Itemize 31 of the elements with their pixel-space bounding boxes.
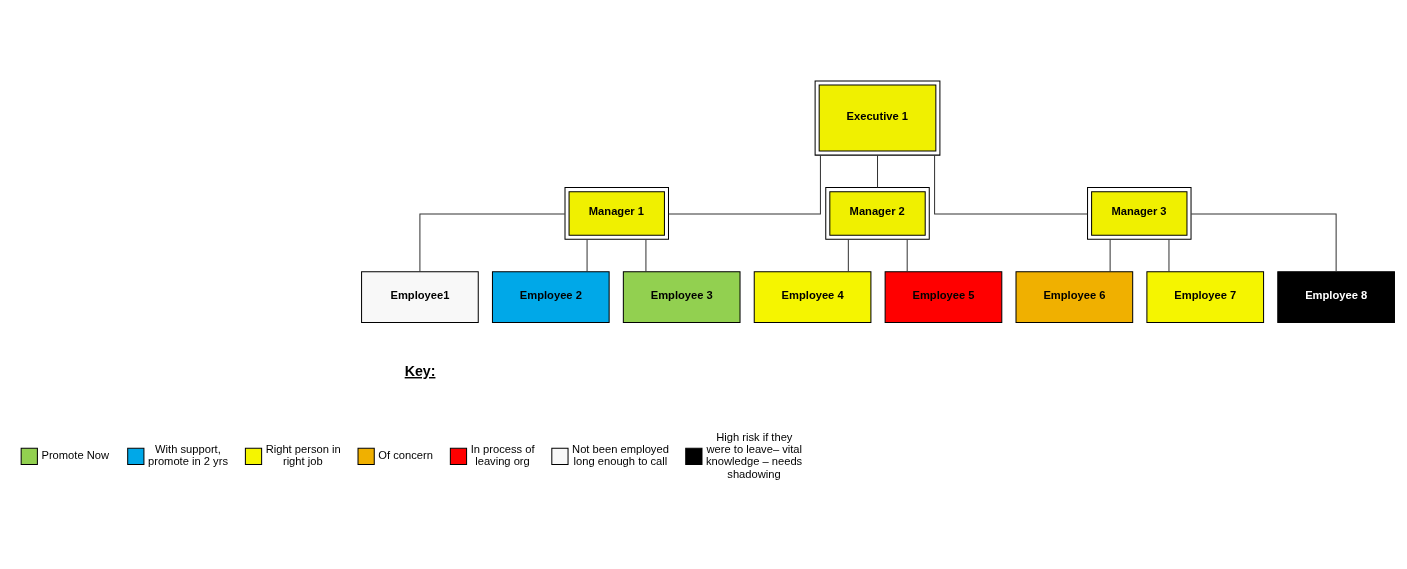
legend-label: In process of leaving org — [470, 442, 535, 467]
connector — [668, 154, 821, 214]
legend-label: Promote Now — [41, 448, 110, 461]
node-box: Employee 6 — [1015, 270, 1134, 323]
legend-label: Not been employed long enough to call — [572, 442, 669, 467]
node-box: Manager 1 — [564, 186, 669, 240]
connector — [419, 212, 566, 272]
legend-label: With support, promote in 2 yrs — [147, 442, 228, 467]
node-box: Employee 5 — [884, 270, 1003, 323]
connector — [906, 238, 908, 272]
connector — [1109, 238, 1111, 272]
node-box: Employee 2 — [491, 270, 610, 323]
legend-label: High risk if they were to leave– vital knowledge – needs shadowing — [706, 430, 803, 480]
node-box: Executive 1 — [814, 80, 941, 156]
label: Key: — [404, 362, 436, 379]
node-box: Employee 3 — [622, 270, 741, 323]
connector — [645, 238, 647, 272]
connector — [1168, 238, 1170, 272]
node-box: Employee1 — [361, 270, 479, 323]
connector — [877, 154, 878, 188]
node-box: Employee 7 — [1146, 270, 1265, 323]
node-box: Manager 2 — [825, 186, 930, 240]
connector — [586, 238, 588, 272]
node-box: Employee 4 — [753, 270, 872, 323]
connector — [847, 238, 849, 272]
node-box: Manager 3 — [1087, 186, 1192, 240]
legend-label: Of concern — [378, 448, 433, 461]
legend-label: Right person in right job — [265, 442, 341, 467]
connector — [1190, 212, 1337, 272]
node-box: Employee 8 — [1277, 270, 1395, 323]
connector — [934, 154, 1088, 214]
